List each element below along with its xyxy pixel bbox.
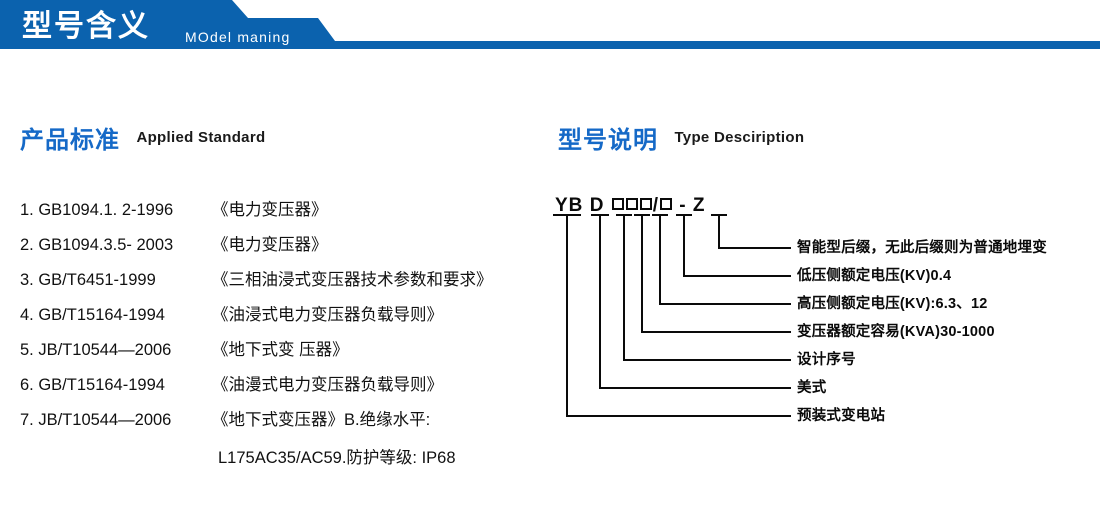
elbow-box4 — [683, 215, 791, 277]
standard-code: 3. GB/T6451-1999 — [20, 271, 156, 289]
standard-continuation-line: L175AC35/AC59.防护等级: IP68 — [218, 449, 456, 467]
list-item: 4. GB/T15164-1994 《油浸式电力变压器负载导则》 — [20, 301, 550, 336]
section-heading-standard-en: Applied Standard — [136, 129, 266, 146]
list-item: 3. GB/T6451-1999 《三相油浸式变压器技术参数和要求》 — [20, 266, 550, 301]
legend-label-design-serial: 设计序号 — [797, 352, 856, 368]
standard-name: 《地下式变压器》B.绝缘水平: — [212, 411, 431, 429]
list-item: 6. GB/T15164-1994 《油漫式电力变压器负载导则》 — [20, 371, 550, 406]
code-box-2 — [625, 198, 638, 210]
standard-code: 6. GB/T15164-1994 — [20, 376, 165, 394]
standard-name: 《三相油浸式变压器技术参数和要求》 — [212, 271, 493, 289]
section-heading-standard-cn: 产品标准 — [20, 127, 120, 154]
standard-code: 2. GB1094.3.5- 2003 — [20, 236, 174, 254]
standard-name: 《电力变压器》 — [212, 201, 328, 219]
elbow-d — [599, 215, 791, 389]
type-code-diagram: YB D / - Z — [545, 185, 1090, 445]
standard-code: 7. JB/T10544—2006 — [20, 411, 172, 429]
standard-name: 《油浸式电力变压器负载导则》 — [212, 306, 443, 324]
section-heading-applied-standard: 产品标准 Applied Standard — [20, 120, 265, 155]
type-code-string: YB D / - Z — [555, 195, 705, 217]
legend-label-smart-suffix: 智能型后缀，无此后缀则为普通地埋变 — [797, 240, 1047, 256]
banner-title-english: MOdel maning — [185, 29, 291, 45]
leader-lines — [553, 214, 791, 417]
list-item: 1. GB1094.1. 2-1996 《电力变压器》 — [20, 196, 550, 231]
standard-name: 《油漫式电力变压器负载导则》 — [212, 376, 443, 394]
legend-label-hv-rated-voltage: 高压侧额定电压(KV):6.3、12 — [797, 296, 988, 312]
code-letter-d: D — [589, 195, 605, 216]
drop-z — [718, 215, 750, 249]
legend-label-rated-capacity: 变压器额定容易(KVA)30-1000 — [797, 324, 995, 340]
page-header-banner: 型号含义 MOdel maning — [0, 0, 1100, 58]
section-heading-type-en: Type Desciription — [674, 129, 805, 146]
legend-label-prefab-substation: 预装式变电站 — [797, 408, 886, 424]
section-heading-type-description: 型号说明 Type Desciription — [558, 120, 804, 155]
code-suffix-z: Z — [692, 195, 706, 216]
legend-label-american-type: 美式 — [797, 380, 827, 396]
standard-name: 《电力变压器》 — [212, 236, 328, 254]
code-dash: - — [679, 195, 687, 216]
code-box-3 — [639, 198, 652, 210]
list-item: 2. GB1094.3.5- 2003 《电力变压器》 — [20, 231, 550, 266]
section-heading-type-cn: 型号说明 — [558, 127, 658, 154]
code-box-1 — [611, 198, 624, 210]
standards-list: 1. GB1094.1. 2-1996 《电力变压器》 2. GB1094.3.… — [20, 196, 550, 476]
list-item: 5. JB/T10544—2006 《地下式变 压器》 — [20, 336, 550, 371]
banner-shape — [0, 0, 1100, 49]
elbow-box1 — [623, 215, 791, 361]
standard-name: 《地下式变 压器》 — [212, 341, 349, 359]
code-slash: / — [652, 195, 659, 216]
elbow-box3 — [659, 215, 791, 305]
standard-code: 4. GB/T15164-1994 — [20, 306, 165, 324]
legend-label-lv-rated-voltage: 低压侧额定电压(KV)0.4 — [797, 268, 952, 284]
banner-title-chinese: 型号含义 — [22, 10, 150, 43]
list-item: 7. JB/T10544—2006 《地下式变压器》B.绝缘水平: — [20, 406, 550, 441]
code-prefix-yb: YB — [555, 195, 584, 216]
elbow-yb — [566, 215, 791, 417]
code-box-4 — [659, 198, 672, 210]
elbow-box2 — [641, 215, 791, 333]
standard-code: 5. JB/T10544—2006 — [20, 341, 172, 359]
standard-code: 1. GB1094.1. 2-1996 — [20, 201, 174, 219]
